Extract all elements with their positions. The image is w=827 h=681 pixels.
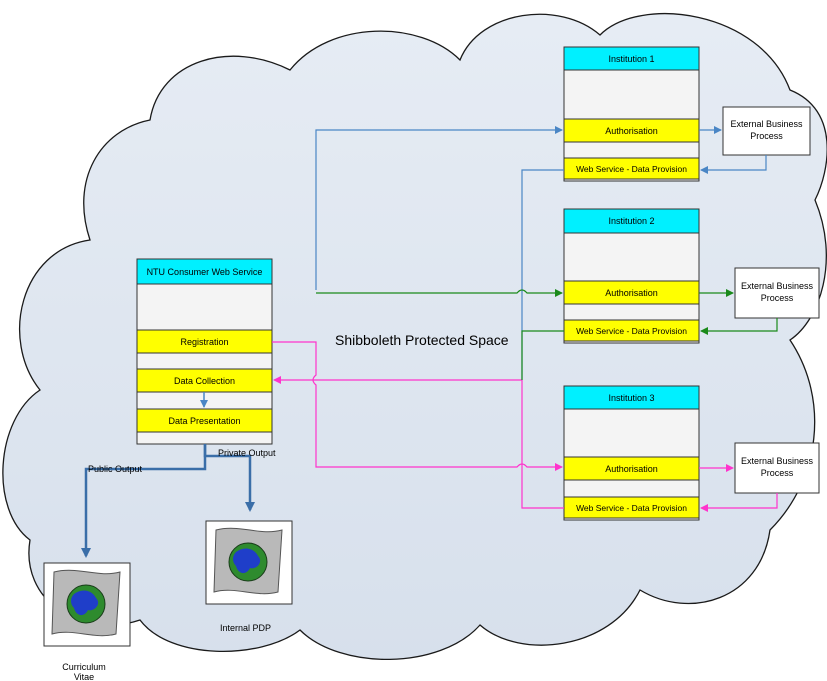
magenta-registration-connector — [272, 341, 563, 471]
curriculum-vitae-globe-icon — [43, 562, 131, 647]
institution-1-block: Institution 1 Authorisation Web Service … — [563, 46, 700, 182]
institution-3-authorisation: Authorisation — [605, 464, 658, 474]
institution-2-block: Institution 2 Authorisation Web Service … — [563, 208, 700, 344]
green-data-return — [521, 330, 564, 380]
institution-3-title-bar — [563, 385, 700, 410]
registration-label: Registration — [180, 337, 228, 347]
private-output-label: Private Output — [218, 448, 276, 458]
data-presentation-row — [136, 408, 273, 433]
institution-1-web-service: Web Service - Data Provision — [576, 164, 687, 174]
institution-3-block: Institution 3 Authorisation Web Service … — [563, 385, 700, 521]
institution-2-web-service: Web Service - Data Provision — [576, 326, 687, 336]
space-label: Shibboleth Protected Space — [335, 332, 509, 348]
private-output-connector — [203, 444, 255, 512]
external-process-2: External Business Process — [734, 267, 820, 319]
institution-2-title-bar — [563, 208, 700, 234]
internal-pdp-globe-icon — [205, 520, 293, 605]
svg-text:Process: Process — [761, 293, 794, 303]
consumer-block: NTU Consumer Web Service Registration Da… — [136, 258, 273, 445]
blue-external-return — [700, 155, 767, 174]
blue-data-return — [521, 169, 564, 380]
cv-label-line1: Curriculum — [62, 662, 106, 672]
green-auth-connector — [316, 289, 563, 297]
institution-1-title: Institution 1 — [608, 54, 654, 64]
svg-text:External Business: External Business — [730, 119, 803, 129]
magenta-external-return — [700, 493, 778, 512]
svg-text:Process: Process — [761, 468, 794, 478]
consumer-title: NTU Consumer Web Service — [147, 267, 263, 277]
blue-auth-connector — [315, 126, 563, 290]
magenta-data-return — [521, 380, 564, 509]
green-external-return — [700, 318, 778, 335]
consumer-title-bar — [136, 258, 273, 285]
institution-2-authorisation: Authorisation — [605, 288, 658, 298]
svg-text:External Business: External Business — [741, 456, 814, 466]
institution-3-web-service: Web Service - Data Provision — [576, 503, 687, 513]
public-output-label: Public Output — [88, 464, 143, 474]
svg-text:Process: Process — [750, 131, 783, 141]
institution-1-title-bar — [563, 46, 700, 71]
institution-3-title: Institution 3 — [608, 393, 654, 403]
svg-text:External Business: External Business — [741, 281, 814, 291]
institution-2-title: Institution 2 — [608, 216, 654, 226]
data-collection-label: Data Collection — [174, 376, 235, 386]
cv-label-line2: Vitae — [74, 672, 94, 681]
data-presentation-label: Data Presentation — [168, 416, 240, 426]
institution-1-authorisation: Authorisation — [605, 126, 658, 136]
internal-pdp-label: Internal PDP — [220, 623, 271, 633]
external-process-3: External Business Process — [734, 442, 820, 494]
external-process-1: External Business Process — [722, 106, 811, 156]
